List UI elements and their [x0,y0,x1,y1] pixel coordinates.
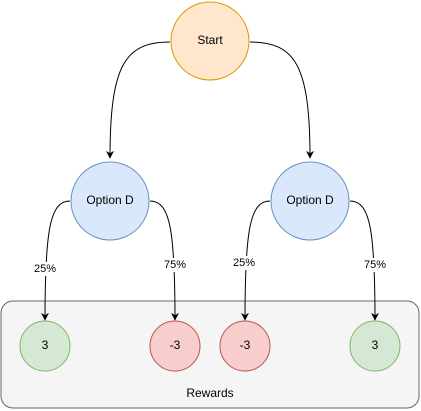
edge-start-to-option-left [106,41,171,159]
option-node-right: Option D [270,161,350,241]
reward-node-4: 3 [349,320,401,372]
reward-node-1-label: 3 [42,338,49,352]
reward-node-1: 3 [19,320,71,372]
reward-node-2: -3 [149,320,201,372]
rewards-container [0,300,420,409]
option-node-left: Option D [70,161,150,241]
edge-option-left-to-reward-2 [149,200,179,321]
edge-option-right-to-reward-3 [241,200,271,321]
start-node-label: Start [197,33,223,47]
reward-node-3: -3 [219,320,271,372]
edges [41,41,379,321]
rewards-group: Rewards [0,300,420,409]
edge-label-right-25: 25% [233,257,255,269]
edge-option-left-to-reward-1 [41,200,71,321]
edge-label-left-25: 25% [34,263,56,275]
edge-label-right-75: 75% [364,259,386,271]
start-node: Start [170,1,250,81]
option-node-right-label: Option D [286,193,334,207]
reward-node-4-label: 3 [372,338,379,352]
edge-label-left-75: 75% [164,259,186,271]
reward-node-2-label: -3 [170,338,181,352]
edge-labels: 25% 75% 25% 75% [32,256,388,276]
reward-node-3-label: -3 [240,338,251,352]
edge-start-to-option-right [249,41,314,159]
edge-option-right-to-reward-4 [349,200,379,321]
option-node-left-label: Option D [86,193,134,207]
rewards-group-label: Rewards [186,386,233,400]
